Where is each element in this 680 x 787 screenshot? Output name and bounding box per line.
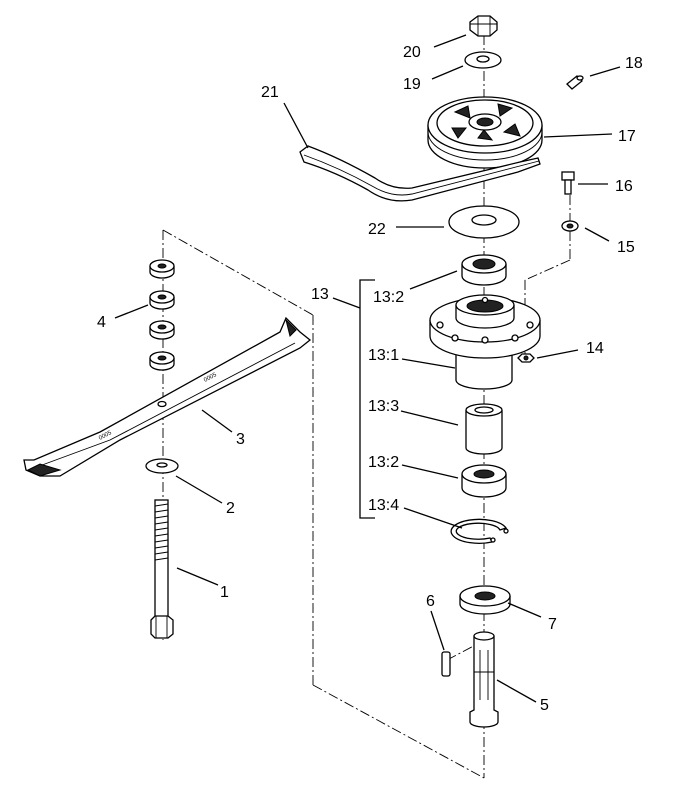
- spindle-housing-part-13-1: [429, 294, 541, 390]
- label-13: 13: [311, 286, 329, 303]
- label-13-3: 13:3: [368, 398, 399, 415]
- label-19: 19: [403, 76, 421, 93]
- label-14: 14: [586, 340, 604, 357]
- snap-ring-part-13-4: [450, 518, 509, 544]
- label-20: 20: [403, 44, 421, 61]
- spacer-part-22: [448, 205, 520, 239]
- sleeve-part-13-3: [465, 403, 503, 455]
- label-13-4: 13:4: [368, 497, 399, 514]
- blade-bolt-part-1: [150, 499, 174, 639]
- washer-part-19: [464, 51, 502, 69]
- bearing-part-13-2-upper: [461, 254, 507, 286]
- label-7: 7: [548, 616, 557, 633]
- key-part-6: [441, 651, 451, 677]
- label-21: 21: [261, 84, 279, 101]
- label-1: 1: [220, 584, 229, 601]
- leader-13: [332, 297, 361, 309]
- part-labels: 1 2 3 4 5 6 7 13 13:2 13:1 13:3 13:2 13:…: [97, 44, 643, 714]
- label-4: 4: [97, 314, 106, 331]
- flange-nut-part-14: [517, 353, 535, 363]
- label-15: 15: [617, 239, 635, 256]
- label-6: 6: [426, 593, 435, 610]
- blade-mark-lower: 0005: [98, 430, 113, 442]
- blade-part-3: 0005 0005: [23, 316, 312, 477]
- grease-fitting-part-18: [566, 75, 584, 90]
- label-18: 18: [625, 55, 643, 72]
- nut-part-20: [469, 15, 498, 37]
- bearing-part-13-2-lower: [461, 464, 507, 498]
- label-13-1: 13:1: [368, 347, 399, 364]
- label-17: 17: [618, 128, 636, 145]
- belt-part-21: [299, 145, 541, 202]
- assembly-13-bracket: [359, 279, 375, 519]
- bolt-part-16: [561, 171, 575, 195]
- blade-washer-part-2: [145, 458, 179, 474]
- label-13-2-upper: 13:2: [373, 289, 404, 306]
- label-16: 16: [615, 178, 633, 195]
- label-3: 3: [236, 431, 245, 448]
- label-22: 22: [368, 221, 386, 238]
- label-5: 5: [540, 697, 549, 714]
- leader-lines: [114, 34, 621, 703]
- label-13-2-lower: 13:2: [368, 454, 399, 471]
- label-2: 2: [226, 500, 235, 517]
- pulley-part-17: [427, 96, 543, 169]
- washer-part-7: [459, 585, 511, 615]
- blade-mark-upper: 0005: [203, 372, 218, 384]
- lock-washer-part-15: [561, 220, 579, 232]
- spindle-shaft-part-5: [469, 631, 499, 728]
- spacers-part-4: [149, 259, 175, 371]
